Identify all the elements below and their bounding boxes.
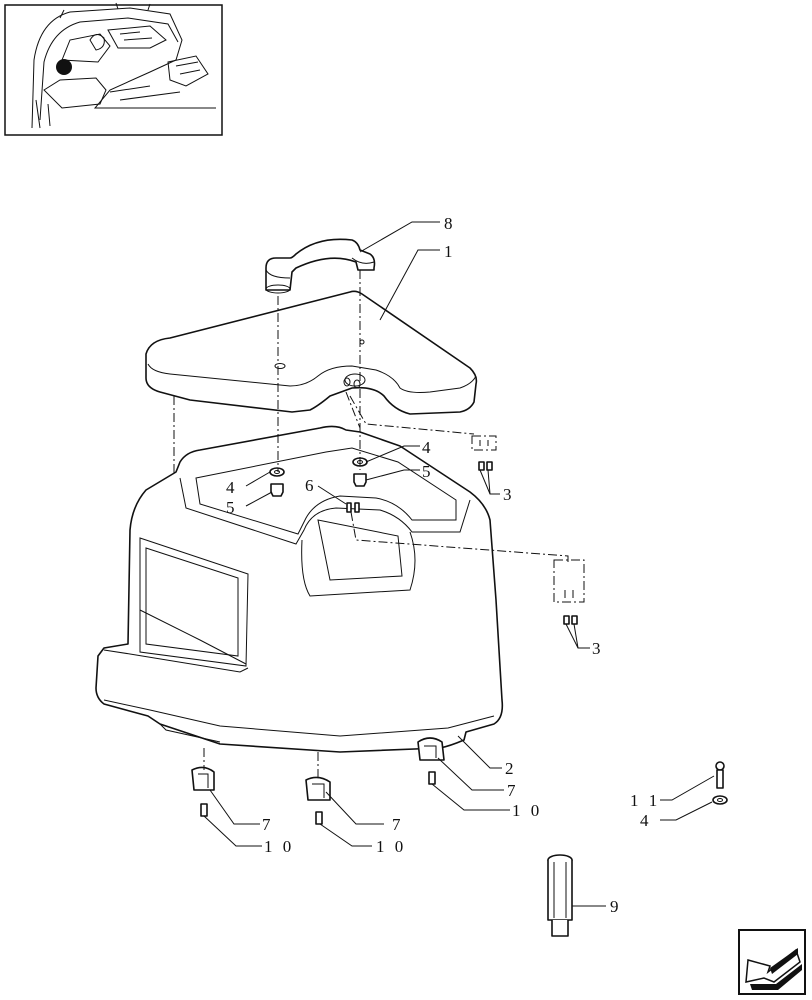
label-stud-center: 6 <box>305 476 317 495</box>
label-screw-left: 1 0 <box>264 837 294 856</box>
label-clip-left: 7 <box>262 815 274 834</box>
spacer-part <box>547 854 573 937</box>
label-rivets-lower: 3 <box>592 639 604 658</box>
label-housing: 2 <box>505 759 517 778</box>
label-screw-center: 1 0 <box>376 837 406 856</box>
rivet-detail-lower <box>553 559 585 625</box>
cover-lid-part <box>145 290 478 415</box>
label-washer-side: 4 <box>640 811 652 830</box>
next-page-arrow-icon[interactable] <box>738 929 806 995</box>
tractor-cab-location-thumbnail[interactable] <box>4 2 223 136</box>
console-housing-part <box>95 425 504 753</box>
clip-screw-right <box>417 737 445 785</box>
location-marker-icon <box>56 59 72 75</box>
clip-screw-left <box>191 766 215 817</box>
label-clip-center: 7 <box>392 815 404 834</box>
label-washer-right: 4 <box>422 438 434 457</box>
label-cover: 1 <box>444 242 456 261</box>
label-bolt-right: 5 <box>422 462 434 481</box>
label-handle: 8 <box>444 214 456 233</box>
label-washer-left: 4 <box>226 478 238 497</box>
label-rivets-upper: 3 <box>503 485 515 504</box>
handle-part <box>265 238 376 294</box>
label-spacer: 9 <box>610 897 622 916</box>
clip-screw-center <box>305 776 331 825</box>
label-stud-side: 1 1 <box>630 791 660 810</box>
part-labels: 8 1 4 5 4 5 6 3 3 2 7 1 0 7 1 0 7 1 0 1 … <box>226 214 660 916</box>
label-clip-right: 7 <box>507 781 519 800</box>
label-bolt-left: 5 <box>226 498 238 517</box>
leader-lines <box>203 221 715 907</box>
assembly-lines <box>173 270 569 780</box>
label-screw-right: 1 0 <box>512 801 542 820</box>
side-stud-washer <box>712 761 728 805</box>
rivet-detail-upper <box>471 435 497 471</box>
washer-bolt-left <box>269 467 285 497</box>
